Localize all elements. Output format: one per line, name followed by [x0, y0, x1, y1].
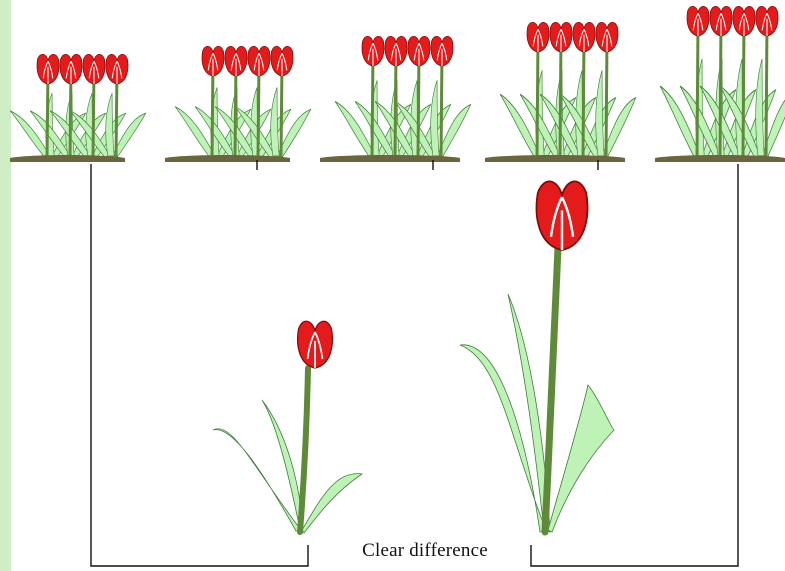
short-tulip [212, 320, 364, 535]
right-bracket-line [530, 164, 739, 567]
clear-difference-caption: Clear difference [362, 540, 488, 561]
left-bracket-line [90, 164, 309, 567]
flower-group-1 [9, 53, 147, 162]
side-accent-bar [0, 0, 11, 571]
tall-tulip [459, 180, 615, 536]
flower-group-4 [485, 21, 637, 162]
flower-group-2 [165, 45, 312, 162]
flower-group-3 [320, 35, 472, 162]
flower-group-5 [655, 5, 785, 162]
